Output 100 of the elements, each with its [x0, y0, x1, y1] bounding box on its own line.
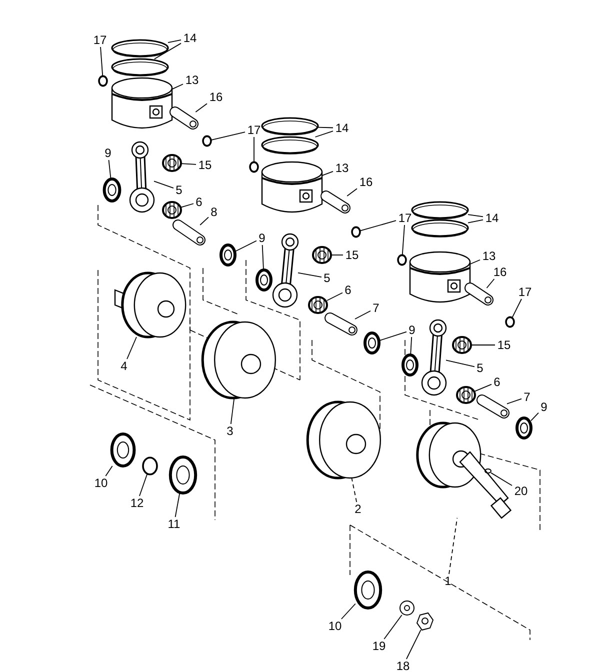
leader-line — [230, 398, 235, 424]
callout-number: 13 — [184, 73, 200, 87]
nut-drawing — [416, 612, 434, 631]
callout-number: 13 — [334, 161, 350, 175]
leader-line — [180, 203, 194, 208]
callout-number: 16 — [358, 175, 374, 189]
callout-number: 6 — [344, 283, 352, 297]
leader-line — [154, 180, 174, 189]
circlip-drawing — [397, 254, 407, 266]
callout-number: 9 — [258, 231, 266, 245]
leader-line — [108, 160, 112, 180]
callout-number: 1 — [444, 574, 452, 588]
bearing-drawing — [102, 178, 122, 202]
bearing-drawing — [402, 354, 418, 376]
circlip-drawing — [142, 456, 158, 476]
leader-line — [506, 398, 522, 404]
pin-drawing — [320, 190, 350, 214]
callout-number: 13 — [481, 249, 497, 263]
needle-bearing-drawing — [452, 336, 472, 354]
leader-line — [468, 219, 484, 224]
leader-line — [402, 224, 405, 256]
leader-line — [126, 336, 137, 360]
callout-number: 20 — [513, 484, 529, 498]
connecting-rod-drawing — [421, 319, 447, 396]
leader-line — [172, 84, 184, 90]
pin-drawing — [464, 282, 494, 306]
needle-bearing-drawing — [162, 201, 182, 219]
crank-wheel-drawing — [201, 320, 276, 400]
leader-line — [234, 240, 257, 252]
leader-line — [446, 360, 475, 368]
leader-line — [378, 331, 407, 342]
callout-number: 17 — [517, 285, 533, 299]
crank-wheel-drawing — [114, 272, 186, 338]
connecting-rod-drawing — [129, 141, 155, 213]
key-drawing — [484, 468, 492, 474]
callout-number: 6 — [194, 195, 204, 209]
callout-number: 6 — [492, 375, 502, 389]
callout-number: 2 — [354, 502, 362, 516]
leader-line — [210, 132, 246, 141]
leader-line — [100, 46, 104, 77]
bearing-drawing — [110, 432, 136, 468]
callout-number: 8 — [210, 205, 218, 219]
callout-number: 17 — [246, 123, 262, 137]
callout-number: 18 — [395, 659, 411, 672]
piston-ring-drawing — [261, 136, 319, 154]
leader-line — [340, 603, 356, 620]
piston-drawing — [261, 161, 323, 213]
callout-number: 9 — [104, 146, 112, 160]
crank-wheel-drawing — [416, 422, 512, 519]
bearing-drawing — [220, 244, 236, 266]
leader-line — [470, 344, 496, 346]
bearing-drawing — [516, 416, 532, 440]
leader-line — [154, 42, 182, 60]
piston-ring-drawing — [111, 58, 169, 76]
leader-line — [330, 254, 344, 256]
leader-line — [200, 216, 209, 226]
callout-number: 16 — [492, 265, 508, 279]
leader-line — [448, 518, 458, 574]
callout-number: 9 — [540, 400, 548, 414]
callout-number: 12 — [129, 496, 145, 510]
leader-line — [322, 170, 334, 176]
leader-line — [105, 466, 113, 476]
circlip-drawing — [351, 226, 361, 238]
piston-ring-drawing — [111, 39, 169, 58]
callout-number: 15 — [197, 158, 213, 172]
bearing-drawing — [256, 268, 272, 292]
callout-number: 5 — [322, 271, 332, 285]
leader-line — [512, 298, 522, 318]
pin-drawing — [170, 106, 198, 130]
circlip-drawing — [249, 161, 259, 173]
callout-number: 10 — [327, 619, 343, 633]
leader-line — [486, 278, 495, 288]
callout-number: 4 — [120, 359, 128, 373]
leader-line — [314, 130, 334, 138]
callout-number: 5 — [476, 361, 484, 375]
callout-number: 3 — [226, 424, 234, 438]
callout-number: 15 — [344, 248, 360, 262]
leader-line — [474, 384, 492, 392]
leader-line — [180, 163, 196, 165]
callout-number: 16 — [208, 90, 224, 104]
piston-ring-drawing — [261, 117, 319, 136]
callout-number: 17 — [92, 33, 108, 47]
leader-line — [354, 310, 371, 320]
washer-drawing — [400, 600, 414, 616]
callout-number: 7 — [372, 301, 380, 315]
piston-drawing — [409, 251, 471, 303]
callout-number: 11 — [166, 517, 182, 531]
crank-wheel-drawing — [306, 400, 381, 480]
leader-line — [298, 272, 322, 278]
pin-drawing — [172, 220, 206, 246]
leader-line — [410, 336, 412, 356]
leader-line — [346, 188, 358, 196]
leader-line — [195, 103, 208, 112]
bearing-drawing — [168, 456, 198, 494]
circlip-drawing — [98, 75, 108, 87]
circlip-drawing — [202, 135, 212, 147]
needle-bearing-drawing — [312, 246, 332, 264]
callout-number: 17 — [397, 211, 413, 225]
leader-line — [406, 630, 422, 660]
callout-number: 14 — [484, 211, 500, 225]
